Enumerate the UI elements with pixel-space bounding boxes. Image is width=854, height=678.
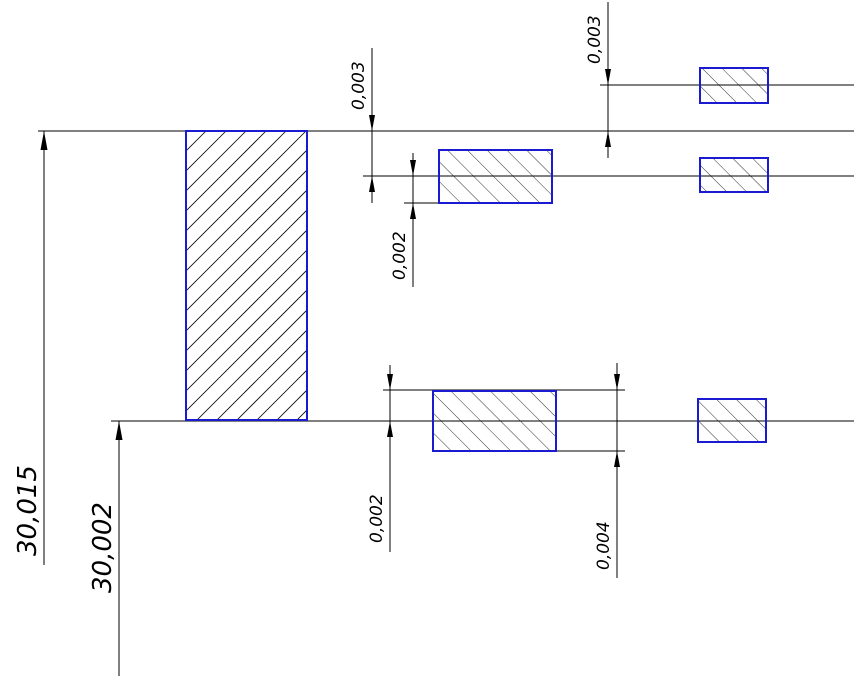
dim-label-30002: 30,002 — [88, 502, 118, 593]
arrow-top-right-up — [605, 131, 611, 147]
lower-mid-hatched-block — [432, 390, 557, 452]
arrow-upper-mid-up — [369, 176, 375, 192]
dim-label-lower-mid-tol-right: 0,004 — [594, 521, 614, 570]
arrow-upper-mid-down — [369, 115, 375, 131]
dim-label-30015: 30,015 — [13, 465, 43, 556]
dim-label-top-right-gap: 0,003 — [585, 15, 605, 64]
dim-label-lower-mid-tol-left: 0,002 — [367, 494, 387, 543]
arrow-lower-right-down — [614, 374, 620, 390]
upper-mid-hatched-block — [438, 149, 553, 204]
arrow-lower-left-down — [387, 374, 393, 390]
top-right-hatched-block — [699, 67, 769, 104]
arrow-lower-left-up — [387, 421, 393, 437]
arrow-upper-tol-down — [410, 160, 416, 176]
upper-right-hatched-block — [699, 157, 769, 193]
arrow-30002 — [115, 421, 123, 440]
arrow-lower-right-up — [614, 451, 620, 467]
arrow-30015 — [40, 131, 48, 150]
dim-label-upper-mid-gap: 0,003 — [349, 61, 369, 110]
large-hatched-block — [185, 130, 308, 421]
arrow-top-right-down — [605, 69, 611, 85]
lower-right-hatched-block — [697, 398, 767, 443]
arrow-upper-tol-up — [410, 203, 416, 219]
dim-label-upper-mid-tol: 0,002 — [390, 231, 410, 280]
